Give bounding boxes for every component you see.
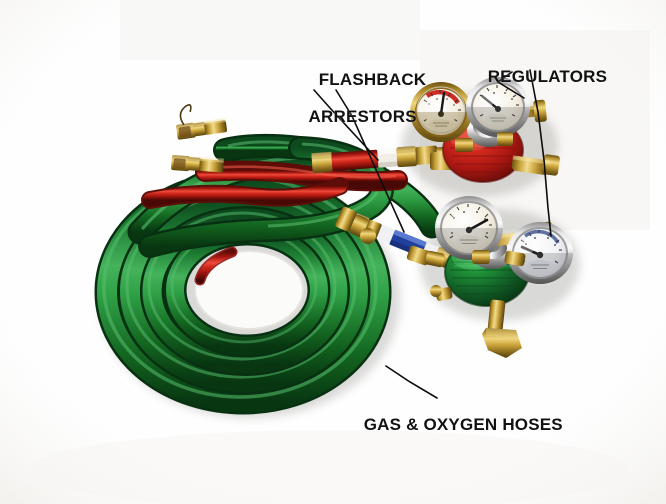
callout-gas-oxygen-hoses: GAS & OXYGEN HOSES [344, 398, 563, 453]
callout-flashback-line2: ARRESTORS [308, 107, 417, 127]
callout-regulators-line1: REGULATORS [487, 67, 608, 87]
leader-flashback-to-red [313, 89, 379, 161]
leader-lines [313, 69, 552, 399]
leader-regulators-to-oxygen [529, 69, 552, 237]
callout-regulators: REGULATORS [468, 50, 607, 105]
leader-regulators-to-acetylene [496, 71, 525, 99]
leader-flashback-to-green [335, 89, 405, 233]
callout-flashback-arrestors: FLASHBACK ARRESTORS [299, 53, 427, 163]
callout-hoses-line1: GAS & OXYGEN HOSES [363, 415, 563, 435]
callout-flashback-line1: FLASHBACK [318, 70, 427, 90]
leader-hoses-to-coil [385, 365, 438, 399]
